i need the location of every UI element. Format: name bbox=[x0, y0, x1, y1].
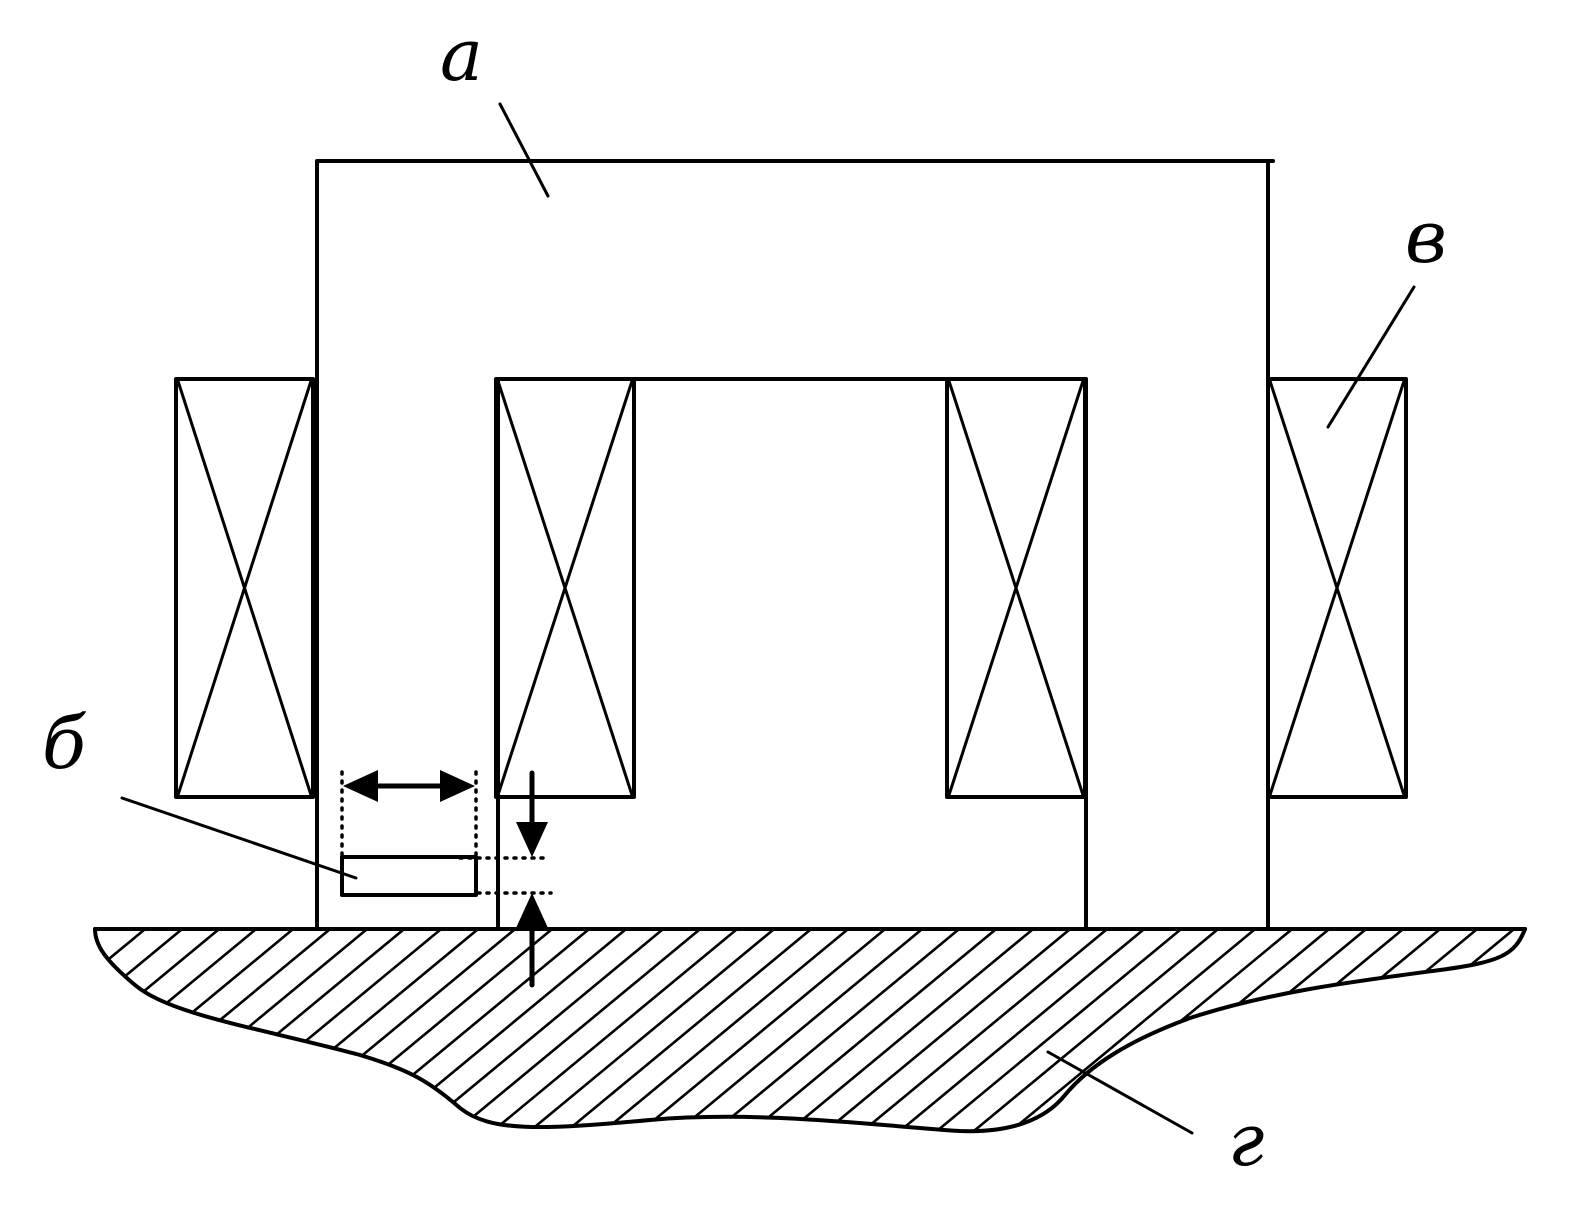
label-a: а bbox=[440, 13, 483, 97]
hatch-line bbox=[1073, 929, 1335, 1132]
leader-lines bbox=[120, 102, 1416, 1135]
hatch-line bbox=[185, 929, 447, 1132]
hatch-line bbox=[1369, 929, 1525, 1132]
hatch-line bbox=[333, 929, 595, 1132]
hatch-line bbox=[259, 929, 521, 1132]
sensor bbox=[340, 855, 478, 897]
hatch-line bbox=[95, 929, 188, 1132]
hatch-line bbox=[1295, 929, 1525, 1132]
hatch-line bbox=[1443, 929, 1525, 1132]
hatch-line bbox=[95, 929, 336, 1132]
hatch-line bbox=[740, 929, 1002, 1132]
coil-right-outer bbox=[1266, 377, 1408, 799]
hatch-line bbox=[888, 929, 1150, 1132]
hatch-line bbox=[95, 929, 225, 1132]
hatch-line bbox=[592, 929, 854, 1132]
hatch-line bbox=[666, 929, 928, 1132]
hatch-line bbox=[851, 929, 1113, 1132]
hatch-line bbox=[1184, 929, 1446, 1132]
label-g: г bbox=[1228, 1098, 1264, 1182]
hatch-line bbox=[148, 929, 410, 1132]
hatch-line bbox=[1147, 929, 1409, 1132]
hatch-line bbox=[629, 929, 891, 1132]
ground-hatching bbox=[95, 929, 1525, 1132]
leader-a bbox=[498, 102, 550, 198]
hatch-line bbox=[518, 929, 780, 1132]
hatch-line bbox=[111, 929, 373, 1132]
hatch-line bbox=[444, 929, 706, 1132]
hatch-line bbox=[814, 929, 1076, 1132]
magnetic-core bbox=[315, 159, 1275, 931]
coil-left-outer bbox=[174, 377, 315, 799]
label-v: в bbox=[1405, 195, 1447, 279]
hatch-line bbox=[296, 929, 558, 1132]
dimension-guides bbox=[340, 770, 553, 895]
leader-g bbox=[1046, 1050, 1194, 1135]
leader-b bbox=[120, 796, 358, 880]
label-b: б bbox=[42, 701, 87, 785]
ground-surface bbox=[93, 927, 1527, 1134]
gap-arrow-down bbox=[516, 770, 548, 857]
leader-v bbox=[1326, 285, 1416, 429]
ground-outline bbox=[93, 927, 1527, 1134]
hatch-line bbox=[777, 929, 1039, 1132]
coil-left-inner bbox=[494, 377, 636, 799]
gap-arrow-up bbox=[516, 893, 548, 988]
hatch-line bbox=[95, 929, 299, 1132]
hatch-line bbox=[481, 929, 743, 1132]
hatch-line bbox=[925, 929, 1187, 1132]
hatch-line bbox=[95, 929, 262, 1132]
hatch-line bbox=[95, 929, 151, 1132]
hatch-line bbox=[370, 929, 632, 1132]
coil-right-inner bbox=[945, 377, 1087, 799]
hatch-line bbox=[555, 929, 817, 1132]
hatch-line bbox=[999, 929, 1261, 1132]
hatch-line bbox=[407, 929, 669, 1132]
horizontal-dimension-arrow bbox=[343, 770, 475, 802]
hatch-line bbox=[703, 929, 965, 1132]
hatch-line bbox=[1258, 929, 1520, 1132]
hatch-line bbox=[962, 929, 1224, 1132]
